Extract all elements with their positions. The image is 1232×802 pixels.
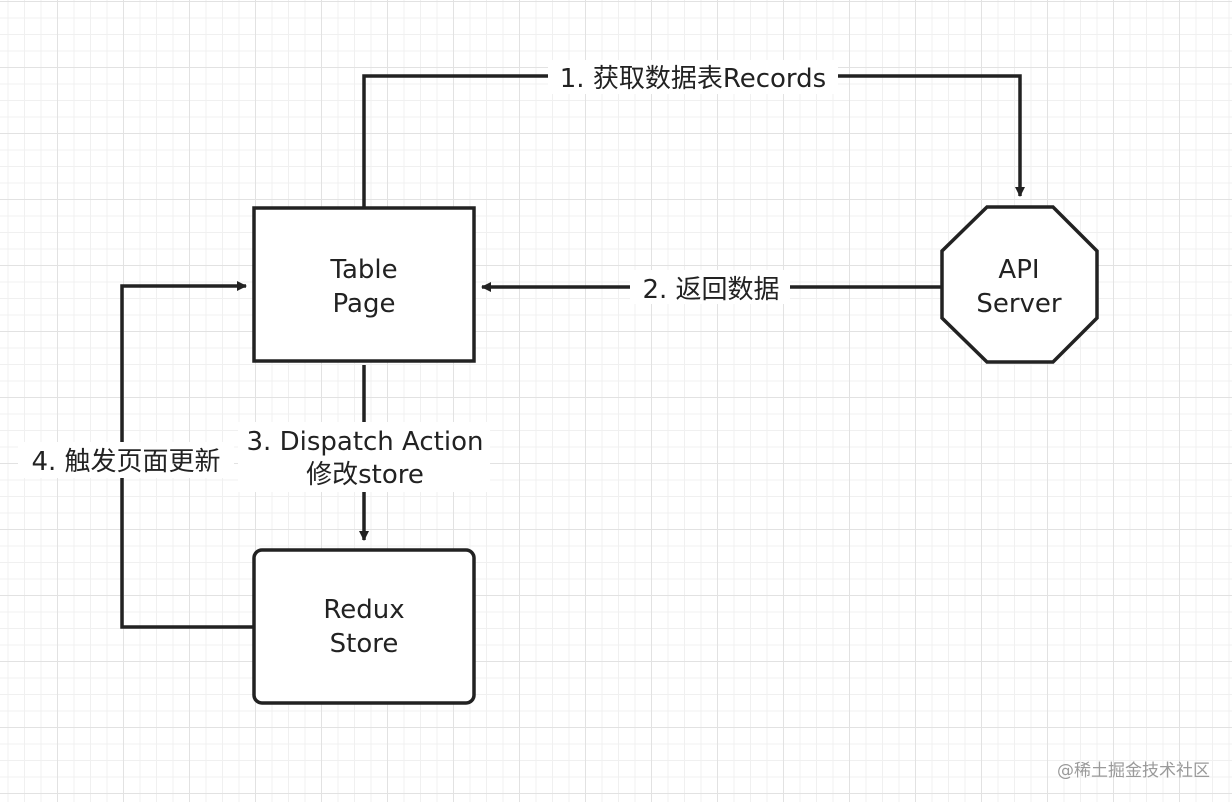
node-api-server-label-line-2: Server — [976, 289, 1062, 319]
node-api-server-label-line-1: API — [998, 255, 1039, 285]
node-table-page-box — [252, 206, 476, 363]
edge-trigger-update-label: 4. 触发页面更新 — [31, 447, 220, 477]
edge-dispatch-action-label-bg — [238, 422, 490, 492]
edge-fetch-records-label: 1. 获取数据表Records — [560, 64, 826, 94]
edge-fetch-records-line — [362, 74, 1025, 208]
edge-trigger-update: 4. 触发页面更新 — [18, 281, 254, 629]
watermark-text: @稀土掘金技术社区 — [1057, 761, 1210, 781]
node-redux-store-box — [252, 548, 476, 705]
edge-fetch-records-label-bg — [548, 60, 838, 94]
node-redux-store: Redux Store — [252, 548, 476, 705]
node-api-server-octagon — [940, 205, 1099, 364]
edge-dispatch-action-label-line-2: 修改store — [306, 460, 424, 490]
edge-trigger-update-label-bg — [18, 442, 234, 478]
edge-dispatch-action-label-line-1: 3. Dispatch Action — [247, 427, 484, 457]
node-table-page-label-line-2: Page — [333, 289, 396, 319]
edge-return-data: 2. 返回数据 — [481, 270, 942, 305]
node-api-server: API Server — [940, 205, 1099, 364]
node-redux-store-label-line-2: Store — [330, 629, 399, 659]
edge-return-data-label: 2. 返回数据 — [642, 275, 779, 305]
node-table-page: Table Page — [252, 206, 476, 363]
edge-dispatch-action: 3. Dispatch Action 修改store — [238, 365, 490, 541]
node-table-page-label-line-1: Table — [329, 255, 397, 285]
edge-return-data-label-bg — [630, 270, 790, 304]
edge-fetch-records: 1. 获取数据表Records — [362, 60, 1025, 208]
node-redux-store-label-line-1: Redux — [323, 595, 404, 625]
